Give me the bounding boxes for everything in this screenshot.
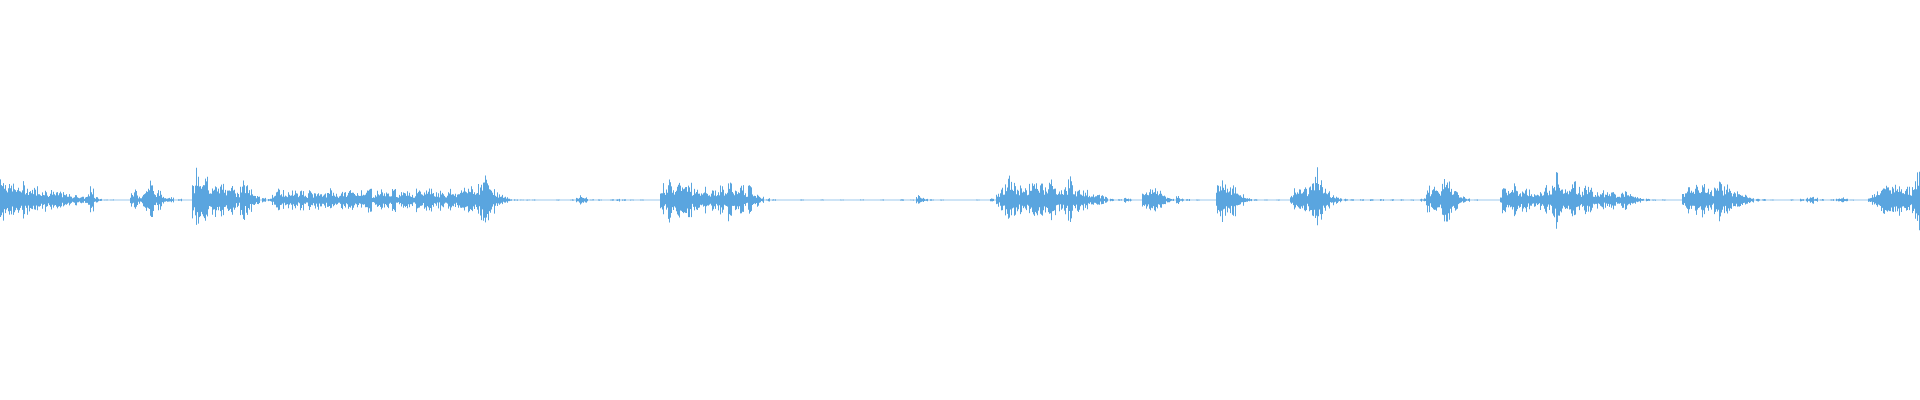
waveform-peaks <box>0 167 1920 231</box>
